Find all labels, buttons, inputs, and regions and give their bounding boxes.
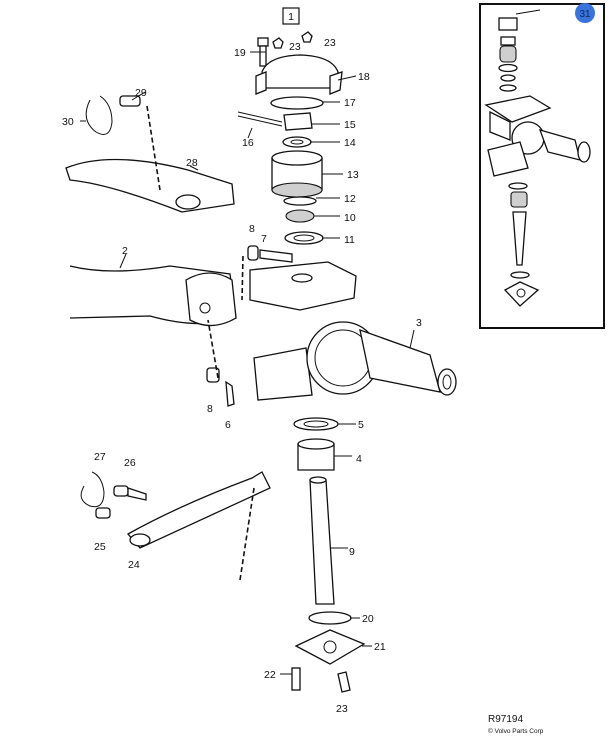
track-rod-arm-lower (80, 471, 271, 549)
axle-beam (69, 265, 237, 327)
callout-19: 19 (234, 47, 246, 59)
leader-lines (80, 51, 415, 675)
callout-22: 22 (264, 669, 276, 681)
copyright-notice: © Volvo Parts Corp (488, 727, 544, 735)
callout-28: 28 (186, 157, 198, 169)
inset-panel: 31 (479, 3, 605, 329)
callout-20: 20 (362, 613, 374, 625)
callout-16: 16 (242, 137, 254, 149)
callout-9: 9 (349, 546, 355, 558)
callout-13: 13 (347, 169, 359, 181)
callout-30: 30 (62, 116, 74, 128)
callout-21: 21 (374, 641, 386, 653)
callout-23-a: 23 (289, 41, 301, 53)
callout-11: 11 (344, 234, 355, 246)
callout-18: 18 (358, 71, 370, 83)
callout-6: 6 (225, 419, 231, 431)
callout-12: 12 (344, 193, 356, 205)
callout-1: 1 (288, 11, 294, 23)
callout-3: 3 (416, 317, 422, 329)
callout-8-upper: 8 (249, 223, 255, 235)
callout-29: 29 (135, 87, 147, 99)
callout-23-b: 23 (324, 37, 336, 49)
callout-24: 24 (128, 559, 140, 571)
callout-7: 7 (261, 233, 267, 245)
callout-14: 14 (344, 137, 356, 149)
callout-10: 10 (344, 212, 356, 224)
bolts-7-8 (206, 245, 293, 407)
kingpin-lower-assembly (291, 417, 366, 693)
diagram-footer: R97194 © Volvo Parts Corp (488, 714, 544, 735)
steering-knuckle (249, 261, 457, 401)
callout-23-c: 23 (336, 703, 348, 715)
callout-4: 4 (356, 453, 362, 465)
top-cap-assembly (237, 31, 343, 245)
callout-17: 17 (344, 97, 356, 109)
part-1-box: 1 (282, 7, 300, 25)
callout-8-lower: 8 (207, 403, 213, 415)
diagram-reference: R97194 (488, 714, 523, 725)
callout-26: 26 (124, 457, 136, 469)
callout-15: 15 (344, 119, 356, 131)
assembly-lines (146, 105, 255, 581)
callout-31: 31 (579, 9, 591, 20)
callout-27: 27 (94, 451, 106, 463)
callout-2: 2 (122, 245, 128, 257)
callout-5: 5 (358, 419, 364, 431)
callout-31-badge (575, 3, 595, 23)
track-rod-arm-upper (65, 95, 235, 213)
callouts: 2 3 4 5 6 7 8 8 9 10 11 12 13 14 15 16 1… (62, 37, 422, 715)
callout-25: 25 (94, 541, 106, 553)
